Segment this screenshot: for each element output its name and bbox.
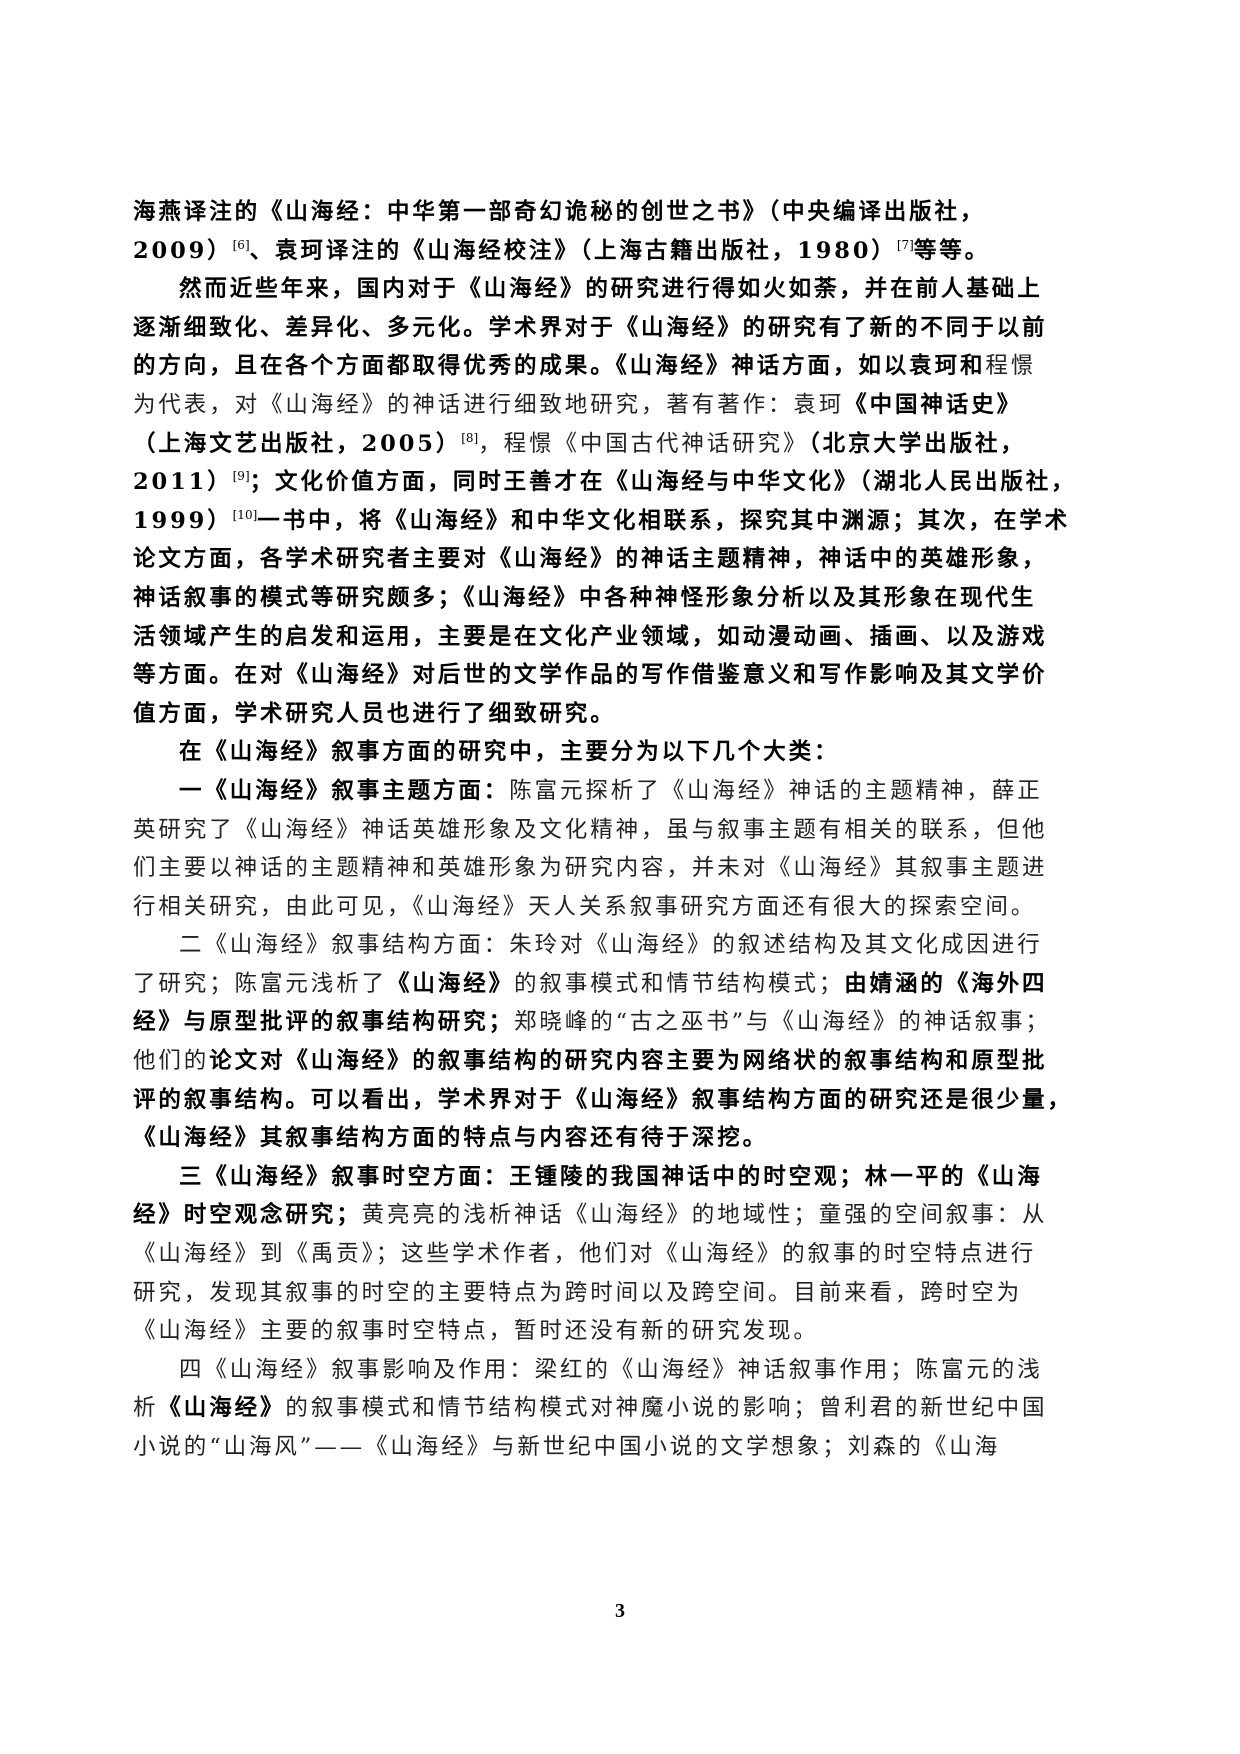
text-segment: 的方向，且在各个方面都取得优秀的成果。《山海经》神话方面，如以袁珂和 — [133, 353, 986, 380]
text-segment: 程憬 — [985, 353, 1037, 380]
text-segment: 黄亮亮的浅析神话《山海经》的地域性；童强的空间叙事：从 — [361, 1202, 1048, 1229]
text-line: 一《山海经》叙事主题方面：陈富元探析了《山海经》神话的主题精神，薛正 — [133, 772, 1093, 811]
text-line: 2011）[9]；文化价值方面，同时王善才在《山海经与中华文化》（湖北人民出版社… — [133, 463, 1093, 502]
text-segment: 2009） — [133, 237, 233, 264]
text-line: 英研究了《山海经》神话英雄形象及文化精神，虽与叙事主题有相关的联系，但他 — [133, 811, 1093, 850]
text-line: 逐渐细致化、差异化、多元化。学术界对于《山海经》的研究有了新的不同于以前 — [133, 309, 1093, 348]
text-segment: 他们的 — [133, 1048, 210, 1075]
text-segment: 等等。 — [913, 237, 991, 264]
text-segment: 神话叙事的模式等研究颇多；《山海经》中各种神怪形象分析以及其形象在现代生 — [133, 584, 1037, 611]
text-line: 四《山海经》叙事影响及作用：梁红的《山海经》神话叙事作用；陈富元的浅 — [133, 1351, 1093, 1390]
text-line: 1999）[10]一书中，将《山海经》和中华文化相联系，探究其中渊源；其次，在学… — [133, 502, 1093, 541]
text-line: 《山海经》到《禹贡》；这些学术作者，他们对《山海经》的叙事的时空特点进行 — [133, 1235, 1093, 1274]
text-segment: 析 — [133, 1395, 159, 1422]
text-line: 的方向，且在各个方面都取得优秀的成果。《山海经》神话方面，如以袁珂和程憬 — [133, 347, 1093, 386]
text-segment: 《山海经》到《禹贡》；这些学术作者，他们对《山海经》的叙事的时空特点进行 — [133, 1241, 1037, 1268]
text-segment: ；文化价值方面，同时王善才在《山海经与中华文化》（湖北人民出版社， — [249, 469, 1077, 496]
citation-ref: [7] — [896, 237, 914, 252]
text-line: 等方面。在对《山海经》对后世的文学作品的写作借鉴意义和写作影响及其文学价 — [133, 656, 1093, 695]
text-segment: 由婧涵的《海外四 — [844, 970, 1048, 997]
text-segment: 经》与原型批评的叙事结构研究； — [133, 1009, 515, 1036]
text-segment: 一书中，将《山海经》和中华文化相联系，探究其中渊源；其次，在学术 — [257, 507, 1071, 534]
text-segment: 在《山海经》叙事方面的研究中，主要分为以下几个大类： — [179, 739, 840, 766]
text-segment: 经》时空观念研究； — [133, 1202, 362, 1229]
text-segment: 2011） — [133, 469, 233, 496]
text-segment: 评的叙事结构。可以看出，学术界对于《山海经》叙事结构方面的研究还是很少量， — [133, 1086, 1073, 1113]
page-number: 3 — [615, 1600, 625, 1622]
text-line: 评的叙事结构。可以看出，学术界对于《山海经》叙事结构方面的研究还是很少量， — [133, 1081, 1093, 1120]
text-line: 神话叙事的模式等研究颇多；《山海经》中各种神怪形象分析以及其形象在现代生 — [133, 579, 1093, 618]
text-segment: 论文对《山海经》的叙事结构的研究内容主要为网络状的叙事结构和原型批 — [209, 1048, 1048, 1075]
text-segment: 的叙事模式和情节结构模式对神魔小说的影响；曾利君的新世纪中国 — [285, 1395, 1048, 1422]
text-segment: 《中国神话史》 — [844, 391, 1023, 418]
text-segment: 活领域产生的启发和运用，主要是在文化产业领域，如动漫动画、插画、以及游戏 — [133, 623, 1048, 650]
text-segment: 值方面，学术研究人员也进行了细致研究。 — [133, 700, 616, 727]
text-segment: 郑晓峰的“古之巫书”与《山海经》的神话叙事； — [514, 1009, 1051, 1036]
text-segment: 1999） — [133, 507, 233, 534]
text-line: 行相关研究，由此可见，《山海经》天人关系叙事研究方面还有很大的探索空间。 — [133, 888, 1093, 927]
text-segment: 行相关研究，由此可见，《山海经》天人关系叙事研究方面还有很大的探索空间。 — [133, 893, 1037, 920]
text-line: （上海文艺出版社，2005）[8]，程憬《中国古代神话研究》（北京大学出版社， — [133, 425, 1093, 464]
text-line: 析《山海经》的叙事模式和情节结构模式对神魔小说的影响；曾利君的新世纪中国 — [133, 1389, 1093, 1428]
text-segment: （上海文艺出版社，2005） — [133, 430, 462, 457]
text-line: 活领域产生的启发和运用，主要是在文化产业领域，如动漫动画、插画、以及游戏 — [133, 618, 1093, 657]
text-line: 了研究；陈富元浅析了《山海经》的叙事模式和情节结构模式；由婧涵的《海外四 — [133, 965, 1093, 1004]
text-line: 研究，发现其叙事的时空的主要特点为跨时间以及跨空间。目前来看，跨时空为 — [133, 1274, 1093, 1313]
text-segment: ，程憬《中国古代神话研究》 — [478, 430, 809, 457]
text-segment: 研究，发现其叙事的时空的主要特点为跨时间以及跨空间。目前来看，跨时空为 — [133, 1279, 1023, 1306]
citation-ref: [8] — [461, 430, 479, 445]
citation-ref: [6] — [232, 237, 250, 252]
text-segment: 《山海经》 — [387, 970, 515, 997]
text-segment: 的叙事模式和情节结构模式； — [514, 970, 845, 997]
text-line: 经》时空观念研究；黄亮亮的浅析神话《山海经》的地域性；童强的空间叙事：从 — [133, 1196, 1093, 1235]
text-line: 然而近些年来，国内对于《山海经》的研究进行得如火如荼，并在前人基础上 — [133, 270, 1093, 309]
text-segment: 论文方面，各学术研究者主要对《山海经》的神话主题精神，神话中的英雄形象， — [133, 546, 1048, 573]
text-segment: 《山海经》主要的叙事时空特点，暂时还没有新的研究发现。 — [133, 1318, 819, 1345]
text-segment: 英研究了《山海经》神话英雄形象及文化精神，虽与叙事主题有相关的联系，但他 — [133, 816, 1048, 843]
text-segment: 海燕译注的《山海经：中华第一部奇幻诡秘的创世之书》（中央编译出版社， — [133, 199, 986, 225]
text-segment: 、袁珂译注的《山海经校注》（上海古籍出版社，1980） — [249, 237, 897, 264]
text-line: 二《山海经》叙事结构方面：朱玲对《山海经》的叙述结构及其文化成因进行 — [133, 926, 1093, 965]
text-line: 值方面，学术研究人员也进行了细致研究。 — [133, 695, 1093, 734]
text-line: 《山海经》主要的叙事时空特点，暂时还没有新的研究发现。 — [133, 1312, 1093, 1351]
text-line: 们主要以神话的主题精神和英雄形象为研究内容，并未对《山海经》其叙事主题进 — [133, 849, 1093, 888]
text-segment: 了研究；陈富元浅析了 — [133, 970, 388, 997]
text-line: 《山海经》其叙事结构方面的特点与内容还有待于深挖。 — [133, 1119, 1093, 1158]
text-segment: 为代表，对《山海经》的神话进行细致地研究，著有著作：袁珂 — [133, 391, 845, 418]
text-segment: （北京大学出版社， — [808, 430, 1026, 457]
text-line: 为代表，对《山海经》的神话进行细致地研究，著有著作：袁珂《中国神话史》 — [133, 386, 1093, 425]
text-segment: 小说的“山海风”——《山海经》与新世纪中国小说的文学想象；刘森的《山海 — [133, 1434, 1001, 1460]
text-line: 海燕译注的《山海经：中华第一部奇幻诡秘的创世之书》（中央编译出版社， — [133, 193, 1093, 232]
document-body: 海燕译注的《山海经：中华第一部奇幻诡秘的创世之书》（中央编译出版社，2009）[… — [133, 193, 1093, 1467]
text-line: 三《山海经》叙事时空方面：王锺陵的我国神话中的时空观；林一平的《山海 — [133, 1158, 1093, 1197]
text-segment: 等方面。在对《山海经》对后世的文学作品的写作借鉴意义和写作影响及其文学价 — [133, 662, 1048, 689]
text-line: 论文方面，各学术研究者主要对《山海经》的神话主题精神，神话中的英雄形象， — [133, 540, 1093, 579]
text-line: 在《山海经》叙事方面的研究中，主要分为以下几个大类： — [133, 733, 1093, 772]
text-segment: 陈富元探析了《山海经》神话的主题精神，薛正 — [509, 777, 1043, 804]
text-segment: 三《山海经》叙事时空方面：王锺陵的我国神话中的时空观；林一平的《山海 — [179, 1163, 1043, 1190]
text-segment: 们主要以神话的主题精神和英雄形象为研究内容，并未对《山海经》其叙事主题进 — [133, 855, 1048, 882]
citation-ref: [10] — [232, 507, 258, 522]
text-line: 2009）[6]、袁珂译注的《山海经校注》（上海古籍出版社，1980）[7]等等… — [133, 232, 1093, 271]
text-segment: 一《山海经》叙事主题方面： — [179, 777, 510, 804]
text-line: 经》与原型批评的叙事结构研究；郑晓峰的“古之巫书”与《山海经》的神话叙事； — [133, 1003, 1093, 1042]
text-segment: 二《山海经》叙事结构方面：朱玲对《山海经》的叙述结构及其文化成因进行 — [179, 932, 1043, 959]
text-line: 他们的论文对《山海经》的叙事结构的研究内容主要为网络状的叙事结构和原型批 — [133, 1042, 1093, 1081]
text-segment: 然而近些年来，国内对于《山海经》的研究进行得如火如荼，并在前人基础上 — [179, 276, 1043, 303]
text-segment: 《山海经》 — [158, 1395, 286, 1422]
text-segment: 逐渐细致化、差异化、多元化。学术界对于《山海经》的研究有了新的不同于以前 — [133, 314, 1048, 341]
citation-ref: [9] — [232, 469, 250, 484]
text-line: 小说的“山海风”——《山海经》与新世纪中国小说的文学想象；刘森的《山海 — [133, 1428, 1093, 1467]
text-segment: 四《山海经》叙事影响及作用：梁红的《山海经》神话叙事作用；陈富元的浅 — [179, 1356, 1043, 1383]
text-segment: 《山海经》其叙事结构方面的特点与内容还有待于深挖。 — [133, 1125, 769, 1152]
